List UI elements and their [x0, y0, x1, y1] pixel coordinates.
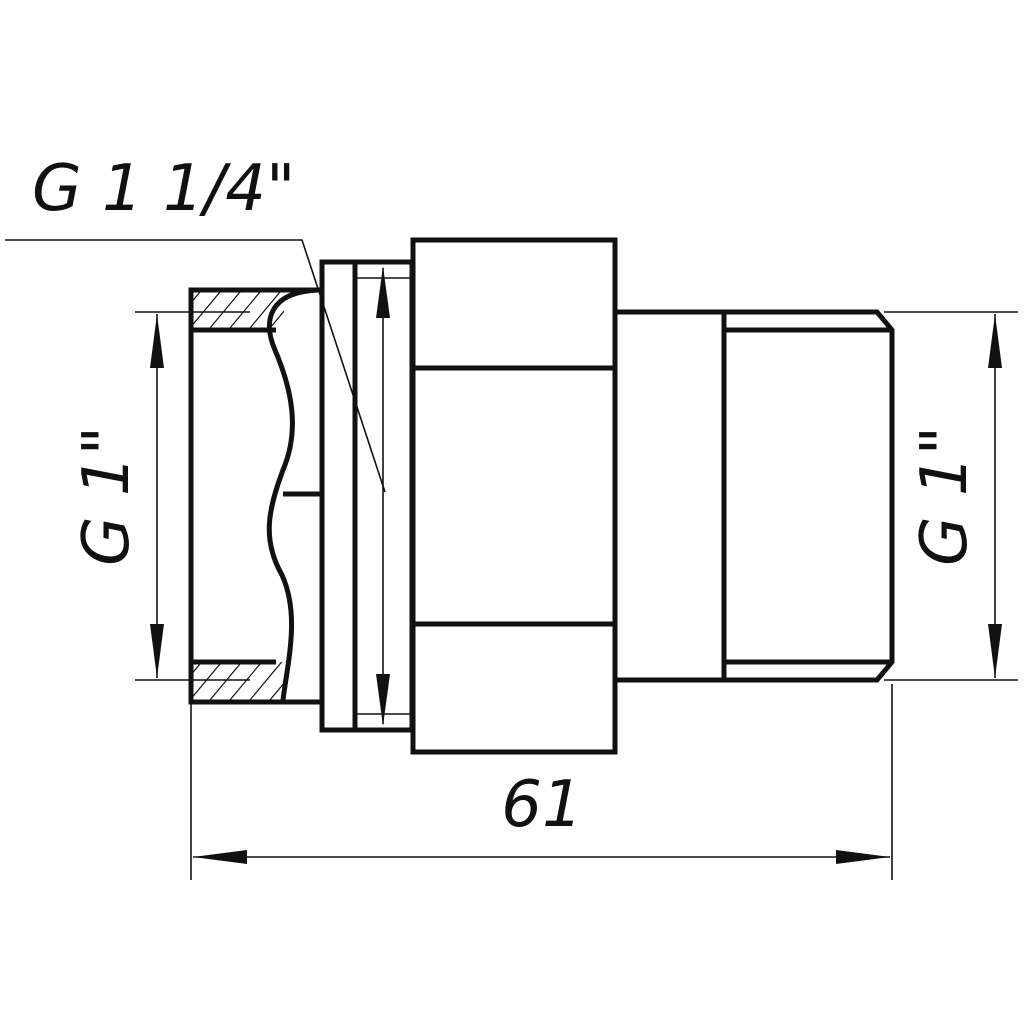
nut-thread-label: G 1 1/4"	[32, 152, 295, 226]
left-thread-label: G 1"	[70, 426, 144, 566]
collar-dimension	[376, 266, 390, 726]
hatching-top	[192, 290, 284, 330]
hatching-bottom	[192, 662, 284, 702]
overall-length-label: 61	[501, 768, 582, 842]
right-male-end	[615, 309, 895, 683]
right-thread-dimension: G 1"	[884, 311, 1018, 681]
union-nut	[410, 237, 618, 755]
left-female-end	[188, 287, 322, 705]
left-thread-dimension: G 1"	[70, 311, 250, 681]
nut-thread-leader: G 1 1/4"	[5, 152, 386, 493]
collar-rings	[319, 259, 415, 733]
right-thread-label: G 1"	[908, 426, 982, 566]
overall-length-dimension: 61	[190, 684, 893, 880]
